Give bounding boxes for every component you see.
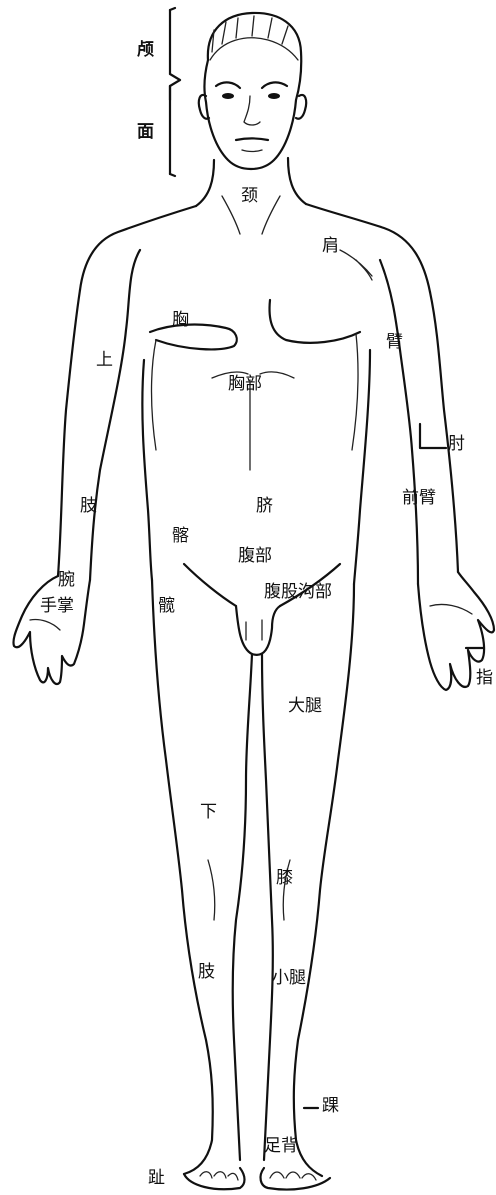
label-thigh: 大腿 — [288, 698, 322, 715]
head-brackets — [170, 8, 180, 176]
label-dorsum-of-foot: 足背 — [264, 1138, 298, 1155]
label-groin: 腹股沟部 — [264, 584, 332, 601]
label-forearm: 前臂 — [402, 490, 436, 507]
arms — [13, 250, 494, 690]
label-wrist: 腕 — [58, 572, 75, 589]
label-lower-leg: 小腿 — [272, 970, 306, 987]
label-lower-limb-2: 肢 — [198, 964, 215, 981]
label-lower-limb-1: 下 — [200, 804, 217, 821]
label-navel: 脐 — [256, 498, 273, 515]
label-finger: 指 — [476, 670, 493, 687]
label-upper-limb-1: 上 — [96, 352, 113, 369]
label-upper-limb-2: 肢 — [80, 498, 97, 515]
torso — [80, 158, 430, 655]
label-shoulder: 肩 — [322, 238, 339, 255]
label-cranium: 颅 — [137, 42, 154, 59]
label-ankle: 踝 — [322, 1098, 339, 1115]
label-ilium: 髂 — [172, 528, 189, 545]
label-arm: 臂 — [386, 334, 403, 351]
label-hip: 髋 — [158, 598, 175, 615]
label-toe: 趾 — [148, 1170, 165, 1187]
label-chest: 胸 — [172, 312, 189, 329]
head — [199, 13, 306, 169]
label-knee: 膝 — [276, 870, 293, 887]
label-palm: 手掌 — [40, 598, 74, 615]
label-abdomen: 腹部 — [238, 548, 272, 565]
label-chest-region: 胸部 — [228, 376, 262, 393]
label-face: 面 — [137, 124, 154, 141]
label-elbow: 肘 — [448, 436, 465, 453]
label-neck: 颈 — [241, 188, 258, 205]
